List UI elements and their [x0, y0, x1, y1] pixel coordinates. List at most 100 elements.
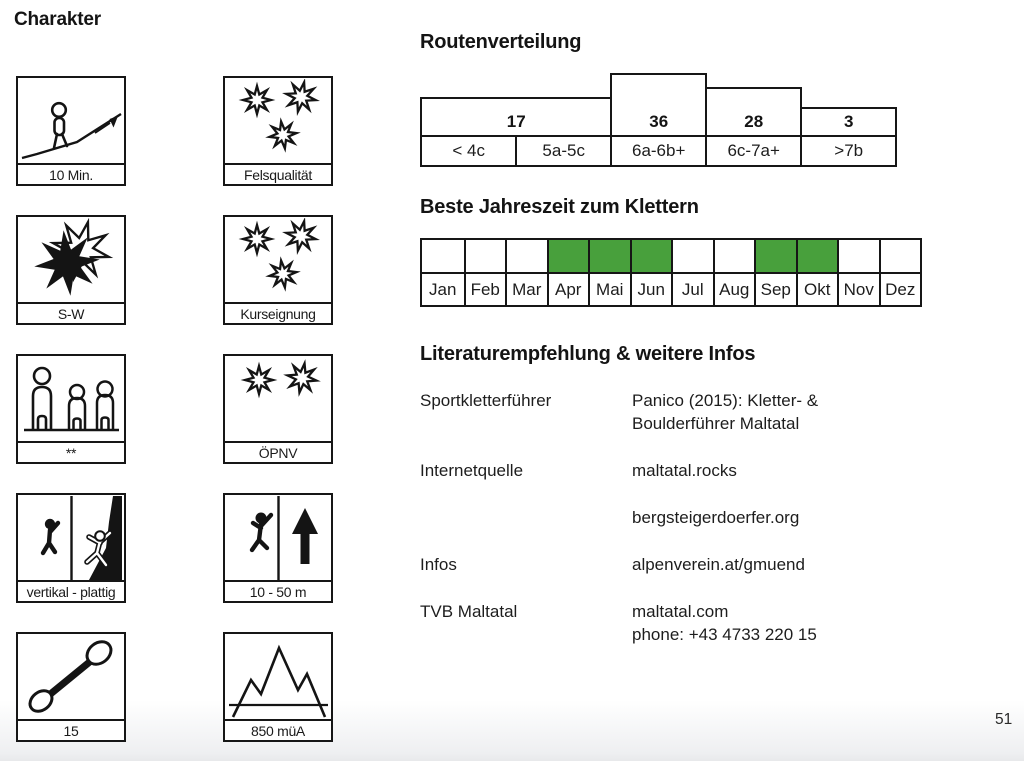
wall-character-box: vertikal - plattig	[16, 493, 126, 603]
month-label: Jul	[671, 272, 713, 305]
info-row: TVB Maltatal maltatal.com phone: +43 473…	[420, 600, 1016, 646]
info-line: alpenverein.at/gmuend	[632, 555, 805, 574]
two-stars-icon	[225, 356, 331, 441]
season-cell	[795, 240, 837, 272]
season-cell	[712, 240, 754, 272]
info-value: Panico (2015): Kletter- & Boulderführer …	[632, 389, 818, 435]
info-line: Boulderführer Maltatal	[632, 414, 800, 433]
approach-time-box: 10 Min.	[16, 76, 126, 186]
icon-caption: 850 müA	[225, 719, 331, 740]
icon-caption: vertikal - plattig	[18, 580, 124, 601]
bolt-count-box: 15	[16, 632, 126, 742]
month-label: Feb	[463, 272, 505, 305]
grade-category-cell: < 4c	[420, 135, 518, 167]
info-value: alpenverein.at/gmuend	[632, 553, 805, 576]
literatur-title: Literaturempfehlung & weitere Infos	[420, 343, 756, 365]
season-cell	[588, 240, 630, 272]
month-label: Jan	[422, 272, 464, 305]
family-suitability-box: **	[16, 354, 126, 464]
public-transport-box: ÖPNV	[223, 354, 333, 464]
season-cell	[463, 240, 505, 272]
season-cell	[754, 240, 796, 272]
approach-hiker-icon	[18, 78, 124, 163]
month-label: Nov	[837, 272, 879, 305]
icon-caption: **	[18, 441, 124, 462]
info-line: phone: +43 4733 220 15	[632, 625, 817, 644]
histogram-bars: 17 36 28 3	[420, 73, 900, 135]
info-label: Sportkletterführer	[420, 391, 552, 410]
info-line: maltatal.rocks	[632, 461, 737, 480]
route-length-box: 10 - 50 m	[223, 493, 333, 603]
info-label: Infos	[420, 555, 457, 574]
info-value: maltatal.rocks	[632, 459, 737, 482]
info-value: maltatal.com phone: +43 4733 220 15	[632, 600, 817, 646]
month-label: Aug	[712, 272, 754, 305]
icon-caption: S-W	[18, 302, 124, 323]
course-suitability-box: Kurseignung	[223, 215, 333, 325]
family-figures-icon	[18, 356, 124, 441]
grade-category-cell: 6a-6b+	[610, 135, 708, 167]
jahreszeit-title: Beste Jahreszeit zum Klettern	[420, 196, 699, 218]
routenverteilung-title: Routenverteilung	[420, 31, 582, 53]
rock-quality-box: Felsqualität	[223, 76, 333, 186]
month-label: Mai	[588, 272, 630, 305]
bar-value: 36	[649, 112, 669, 131]
mountains-icon	[225, 634, 331, 719]
charakter-icon-grid: 10 Min. Felsqualität S-W	[16, 76, 333, 742]
info-list: Sportkletterführer Panico (2015): Klette…	[420, 389, 1016, 670]
histogram-bar: 3	[800, 107, 898, 135]
altitude-box: 850 müA	[223, 632, 333, 742]
season-cell	[878, 240, 920, 272]
info-label: TVB Maltatal	[420, 602, 518, 621]
season-calendar: Jan Feb Mar Apr Mai Jun Jul Aug Sep Okt …	[420, 238, 922, 307]
orientation-box: S-W	[16, 215, 126, 325]
info-line: maltatal.com	[632, 602, 729, 621]
month-label: Apr	[546, 272, 588, 305]
info-label: Internetquelle	[420, 461, 524, 480]
icon-caption: Felsqualität	[225, 163, 331, 184]
info-row: bergsteigerdoerfer.org	[420, 506, 1016, 529]
icon-caption: Kurseignung	[225, 302, 331, 323]
three-stars-icon	[225, 217, 331, 302]
season-cell	[629, 240, 671, 272]
info-value: bergsteigerdoerfer.org	[632, 506, 799, 529]
info-label	[420, 506, 632, 529]
icon-caption: ÖPNV	[225, 441, 331, 462]
compass-star-icon	[18, 217, 124, 302]
info-row: Sportkletterführer Panico (2015): Klette…	[420, 389, 1016, 435]
three-stars-icon	[225, 78, 331, 163]
info-line: Panico (2015): Kletter- &	[632, 391, 819, 410]
histogram-bar: 36	[610, 73, 708, 135]
bar-value: 28	[744, 112, 764, 131]
month-label: Jun	[629, 272, 671, 305]
month-label: Mar	[505, 272, 547, 305]
histogram-bar: 17	[420, 97, 613, 135]
season-cell	[422, 240, 464, 272]
charakter-title: Charakter	[14, 9, 101, 30]
grade-category-cell: 5a-5c	[515, 135, 613, 167]
info-line: bergsteigerdoerfer.org	[632, 508, 800, 527]
season-cell	[671, 240, 713, 272]
info-row: Internetquelle maltatal.rocks	[420, 459, 1016, 482]
histogram-bar: 28	[705, 87, 803, 135]
page-number: 51	[995, 711, 1013, 728]
grade-category-row: < 4c 5a-5c 6a-6b+ 6c-7a+ >7b	[420, 135, 900, 167]
month-label: Sep	[754, 272, 796, 305]
season-cell	[546, 240, 588, 272]
icon-caption: 10 Min.	[18, 163, 124, 184]
month-label: Dez	[878, 272, 920, 305]
info-row: Infos alpenverein.at/gmuend	[420, 553, 1016, 576]
climber-arrow-icon	[225, 495, 331, 580]
icon-caption: 10 - 50 m	[225, 580, 331, 601]
season-cell	[837, 240, 879, 272]
bar-value: 3	[843, 112, 854, 131]
climbing-styles-icon	[18, 495, 124, 580]
quickdraw-icon	[18, 634, 124, 719]
bar-value: 17	[506, 112, 526, 131]
grade-category-cell: >7b	[800, 135, 898, 167]
icon-caption: 15	[18, 719, 124, 740]
route-distribution-chart: 17 36 28 3 < 4c 5a-5c 6a-6b+ 6c-7a+ >7b	[420, 73, 900, 167]
grade-category-cell: 6c-7a+	[705, 135, 803, 167]
month-label: Okt	[795, 272, 837, 305]
